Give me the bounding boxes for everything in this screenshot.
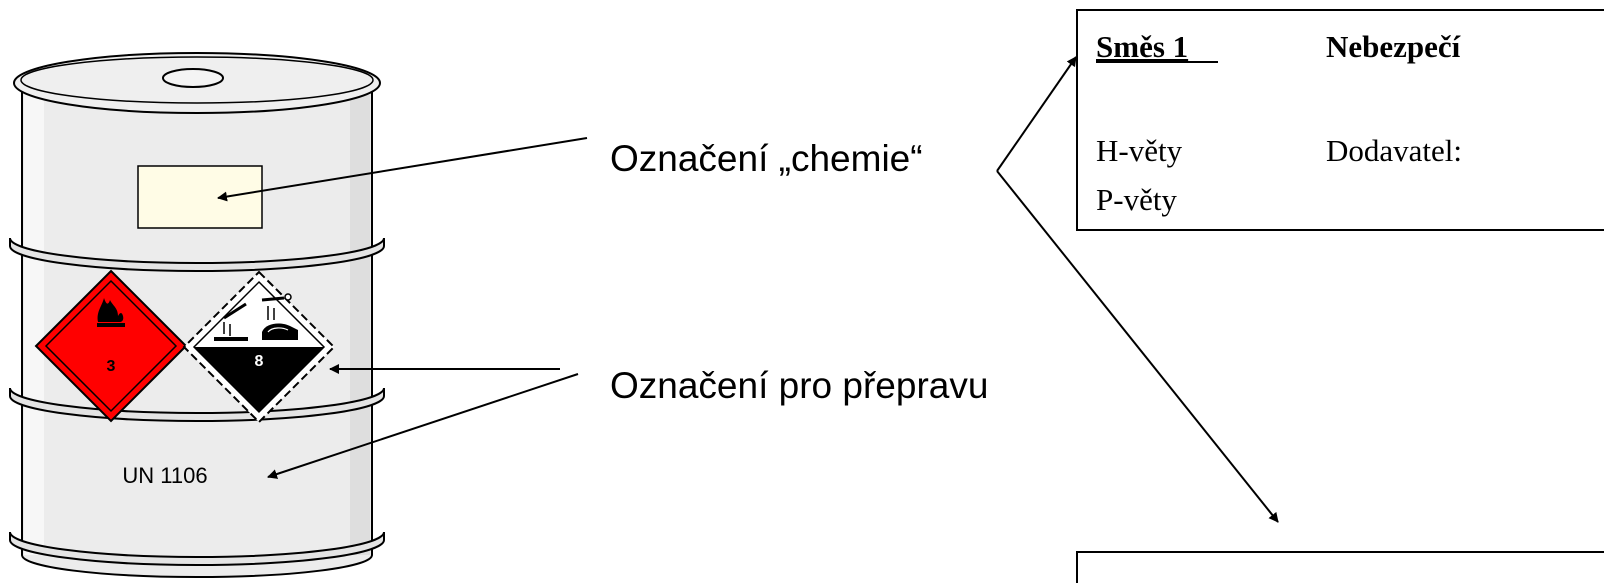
placard-3-number: 3	[107, 358, 116, 375]
transport-card	[1076, 551, 1604, 588]
placard-class-8: 8	[182, 270, 336, 424]
un-number: UN 1106	[122, 463, 207, 488]
drum-body	[21, 87, 373, 578]
label-card: Směs 1 Nebezpečí H-věty Dodavatel: P-vět…	[1076, 9, 1604, 231]
drum-hoop-1	[9, 237, 385, 272]
drum-hoop-3	[9, 531, 385, 566]
supplier: Dodavatel:	[1326, 133, 1462, 168]
drum: UN 1106	[9, 52, 385, 578]
transport-label-caption: Označení pro přepravu	[610, 365, 988, 406]
connector-arrows	[217, 56, 1279, 523]
arrow-to-chemical-panel	[217, 137, 588, 202]
chemie-label-caption: Označení „chemie“	[610, 138, 923, 179]
mixture-name: Směs 1	[1096, 29, 1188, 64]
corrosion-icon	[214, 293, 298, 341]
drum-bung	[162, 68, 224, 88]
h-phrases: H-věty	[1096, 133, 1183, 168]
flame-icon	[97, 298, 125, 327]
chemical-label-panel	[137, 165, 263, 229]
placard-class-3: 3	[34, 269, 188, 423]
arrow-to-lower-card	[996, 170, 1279, 523]
drum-lid-rim	[20, 56, 374, 104]
placard-8-number: 8	[255, 353, 264, 370]
p-phrases: P-věty	[1096, 182, 1177, 217]
signal-word: Nebezpečí	[1326, 29, 1461, 64]
drum-shadow	[350, 95, 370, 555]
drum-highlight	[24, 95, 44, 555]
arrow-to-label-card	[996, 56, 1077, 172]
arrow-to-un-number	[267, 373, 579, 479]
